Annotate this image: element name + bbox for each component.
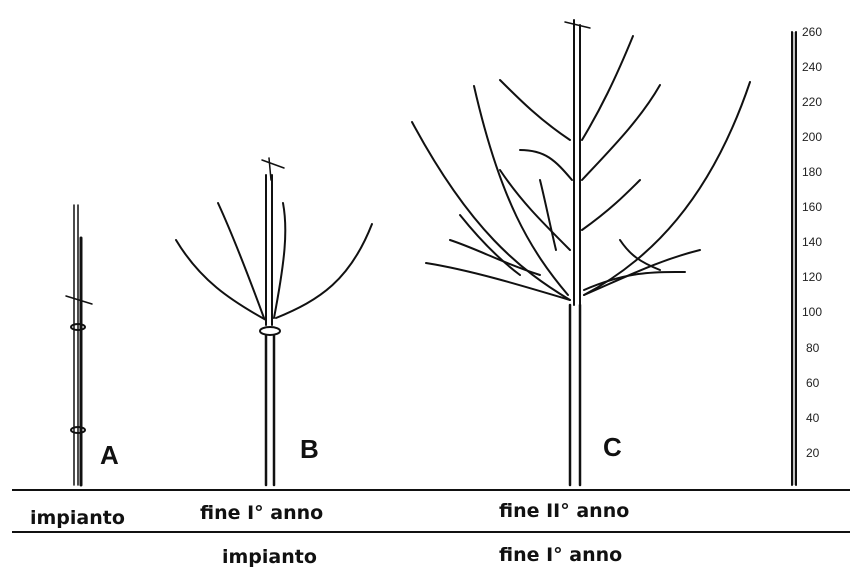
scale-tick: 180 [802,165,822,179]
row2-label-b: impianto [222,546,317,568]
stage-letter-c: C [603,432,622,463]
scale-tick: 20 [806,446,819,460]
middle-rule [12,531,850,533]
stage-letter-b: B [300,434,319,465]
top-rule [12,489,850,491]
row1-label-a: impianto [30,507,125,529]
scale-tick: 160 [802,200,822,214]
scale-tick: 140 [802,235,822,249]
stage-letter-a: A [100,440,119,471]
row2-label-c: fine I° anno [499,544,622,566]
scale-tick: 80 [806,341,819,355]
row1-label-c: fine II° anno [499,500,629,522]
scale-tick: 260 [802,25,822,39]
scale-tick: 220 [802,95,822,109]
scale-tick: 100 [802,305,822,319]
scale-tick: 200 [802,130,822,144]
scale-tick: 60 [806,376,819,390]
tree-a [66,205,92,485]
scale-tick: 240 [802,60,822,74]
tree-c [412,20,750,485]
tree-b [176,158,372,485]
row1-label-b: fine I° anno [200,502,323,524]
scale-tick: 120 [802,270,822,284]
scale-tick: 40 [806,411,819,425]
height-scale-bar [792,32,796,485]
